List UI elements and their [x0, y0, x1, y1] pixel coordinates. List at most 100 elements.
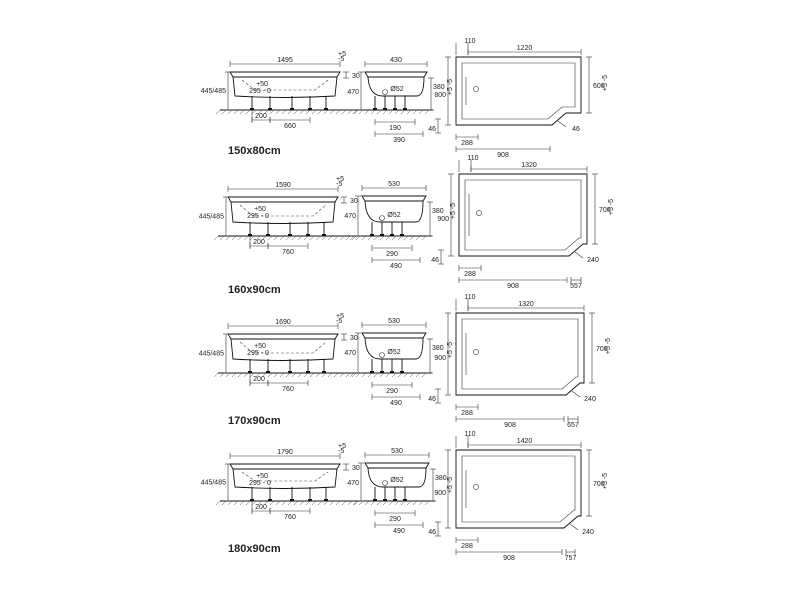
end-height-right-label: 380	[432, 208, 444, 215]
floor-hatch	[291, 235, 297, 241]
floor-hatch	[297, 235, 303, 241]
plan-bottom-c: 557	[570, 283, 582, 290]
plan-inner-basin	[461, 318, 579, 390]
floor-hatch	[333, 372, 339, 378]
size-label: 150x80cm	[228, 145, 281, 157]
tub-body-side	[230, 201, 336, 224]
plan-height-right-label: 600	[593, 83, 605, 90]
plan-offset-label: 110	[464, 431, 475, 438]
floor-hatch	[394, 500, 400, 506]
plan-top-width: 1420	[517, 438, 533, 445]
foot-base	[390, 371, 394, 373]
height-range-label: 295 - 0	[247, 350, 269, 357]
plan-corner-b-label: 240	[582, 529, 594, 536]
end-dimension-a: 290	[389, 516, 401, 523]
leader-line	[557, 120, 567, 128]
floor-hatch	[299, 109, 305, 115]
floor-hatch	[305, 500, 311, 506]
end-dimension-a: 290	[386, 388, 398, 395]
feet-spacing-b: 760	[284, 514, 296, 521]
drain-hole	[473, 86, 479, 92]
floor-hatch	[345, 235, 351, 241]
floor-hatch	[373, 372, 379, 378]
floor-hatch	[239, 109, 245, 115]
floor-hatch	[370, 109, 376, 115]
floor-hatch	[269, 500, 275, 506]
floor-hatch	[321, 235, 327, 241]
floor-hatch	[409, 235, 415, 241]
drain-diameter-label: Ø52	[390, 477, 403, 484]
end-dimension-b: 490	[390, 263, 402, 270]
floor-hatch	[415, 372, 421, 378]
floor-hatch	[355, 372, 361, 378]
floor-hatch	[239, 500, 245, 506]
floor-hatch	[382, 109, 388, 115]
end-width-dimension: 530	[388, 318, 400, 325]
floor-hatch	[323, 109, 329, 115]
total-height-label: 445/485	[199, 214, 224, 221]
end-body	[367, 76, 425, 97]
drain-hole	[473, 484, 479, 490]
total-height-label: 445/485	[201, 88, 226, 95]
floor-hatch	[309, 372, 315, 378]
drain-hole	[473, 349, 479, 355]
floor-hatch	[243, 372, 249, 378]
plan-offset-label: 110	[464, 294, 475, 301]
floor-hatch	[364, 109, 370, 115]
floor-hatch	[403, 372, 409, 378]
plan-top-width: 1220	[517, 45, 533, 52]
rim-height-label: 30	[350, 198, 358, 205]
floor-hatch	[355, 235, 361, 241]
plan-corner-b-label: 240	[587, 257, 599, 264]
floor-hatch	[424, 500, 430, 506]
leader-line	[574, 251, 584, 259]
floor-hatch	[227, 500, 233, 506]
tub-body-side	[230, 338, 336, 361]
foot-base	[248, 234, 252, 236]
tub-body-side	[232, 468, 338, 489]
floor-hatch	[400, 109, 406, 115]
plan-offset-label: 110	[464, 38, 475, 45]
floor-hatch	[297, 372, 303, 378]
plan-height-right-label: 700	[599, 207, 611, 214]
plan-top-width: 1320	[521, 162, 537, 169]
plan-bottom-c: 757	[565, 555, 577, 562]
floor-hatch	[412, 500, 418, 506]
foot-base	[322, 371, 326, 373]
floor-hatch	[293, 109, 299, 115]
plan-corner-a-label: 46	[428, 396, 436, 403]
end-width-dimension: 530	[391, 448, 403, 455]
drain-diameter-label: Ø52	[387, 349, 400, 356]
floor-hatch	[339, 235, 345, 241]
tub-rim	[227, 333, 339, 340]
plan-outline	[455, 449, 582, 529]
floor-hatch	[215, 109, 221, 115]
plan-bottom-b: 908	[497, 152, 509, 159]
floor-hatch	[257, 500, 263, 506]
end-rim	[361, 332, 427, 339]
plan-bottom-a: 288	[461, 140, 473, 147]
foot-base	[324, 499, 328, 501]
plan-inner-basin	[464, 179, 582, 251]
floor-hatch	[333, 235, 339, 241]
floor-hatch	[267, 372, 273, 378]
floor-hatch	[311, 500, 317, 506]
length-tolerance-top: +5	[336, 176, 344, 183]
floor-hatch	[309, 235, 315, 241]
plan-bottom-c: 657	[567, 422, 579, 429]
foot-base	[403, 108, 407, 110]
floor-hatch	[255, 235, 261, 241]
floor-hatch	[418, 109, 424, 115]
length-tolerance-top: +5	[338, 443, 346, 450]
length-tolerance-top: +5	[336, 313, 344, 320]
plan-offset-label: 110	[467, 155, 478, 162]
total-height-label: 445/485	[201, 480, 226, 487]
floor-hatch	[287, 500, 293, 506]
foot-base	[380, 371, 384, 373]
